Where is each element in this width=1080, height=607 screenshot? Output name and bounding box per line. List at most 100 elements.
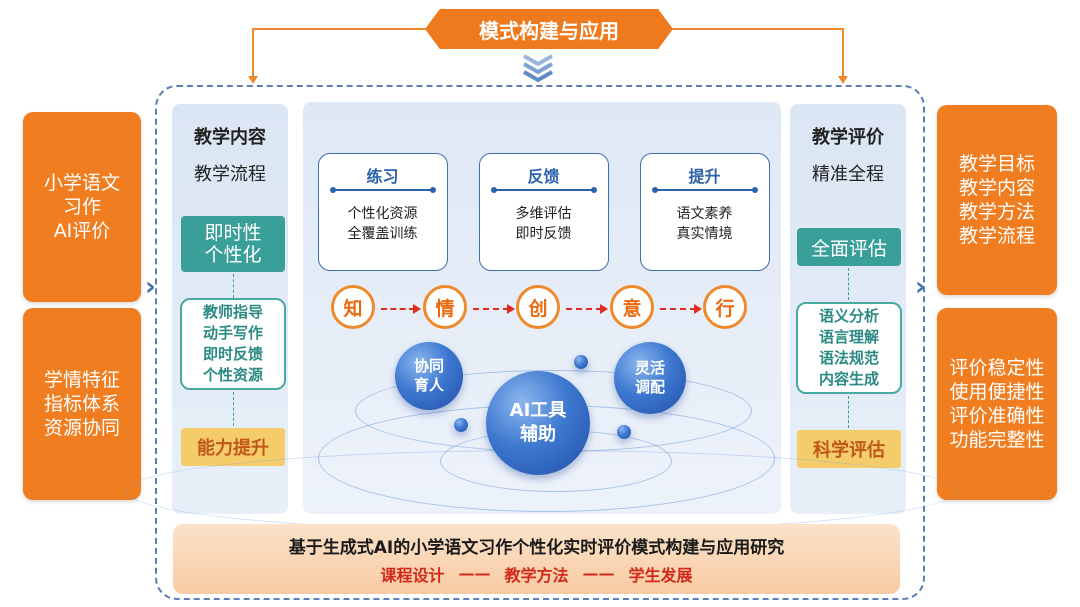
left-outer-top-line: AI评价 (53, 220, 111, 242)
flow-arrow (660, 308, 696, 310)
banner-connector-right-drop (842, 28, 844, 78)
stage-circle: 情 (423, 285, 467, 329)
pillar-connector: —— (458, 564, 491, 583)
right-panel-list-item: 语言理解 (818, 328, 879, 346)
right-outer-top-line: 教学方法 (958, 201, 1035, 223)
left-panel-feature-line: 个性化 (204, 244, 262, 266)
stage-card-line: 语文素养 (676, 206, 733, 222)
flow-arrow (381, 308, 415, 310)
pillar-teaching-method: 教学方法 (504, 565, 569, 585)
stage-circle: 意 (610, 285, 654, 329)
left-outer-bottom-line: 指标体系 (43, 393, 120, 415)
decor-sphere (617, 425, 631, 439)
model-frame (155, 85, 925, 600)
sphere-collaboration: 协同 育人 (395, 342, 463, 410)
sphere-flexible: 灵活 调配 (614, 342, 686, 414)
left-outer-bottom-line: 资源协同 (43, 417, 120, 439)
right-panel-dashed-connector (848, 268, 849, 300)
left-panel-title: 教学内容 (194, 127, 266, 148)
left-panel-dashed-connector (233, 274, 234, 298)
arrow-down-icon (248, 76, 258, 84)
left-panel-dashed-connector (233, 392, 234, 426)
arrow-right-icon (507, 304, 515, 314)
right-outer-bottom-line: 评价稳定性 (949, 357, 1045, 379)
arrow-down-icon (838, 76, 848, 84)
left-panel-list: 教师指导 动手写作 即时反馈 个性资源 (180, 298, 286, 390)
left-outer-top-line: 小学语文 (43, 172, 120, 194)
right-outer-top-line: 教学流程 (958, 225, 1035, 247)
stage-card-line: 全覆盖训练 (347, 226, 418, 242)
left-panel-feature-line: 即时性 (204, 222, 262, 244)
stage-card-title: 反馈 (527, 167, 560, 186)
right-panel-list: 语义分析 语言理解 语法规范 内容生成 (796, 302, 902, 394)
banner-connector-right (671, 28, 844, 30)
stage-card-line: 真实情境 (676, 226, 733, 242)
stage-card-feedback: 反馈 多维评估 即时反馈 (479, 153, 609, 271)
left-outer-bottom-box: 学情特征 指标体系 资源协同 (23, 308, 141, 500)
decor-sphere (574, 355, 588, 369)
stage-card-body: 个性化资源 全覆盖训练 (319, 202, 446, 246)
stage-card-title: 练习 (366, 167, 399, 186)
stage-card-line: 个性化资源 (347, 206, 418, 222)
left-panel-subtitle: 教学流程 (194, 164, 266, 185)
stage-card-practice: 练习 个性化资源 全覆盖训练 (318, 153, 448, 271)
chevron-right-icon: › (915, 272, 926, 302)
right-panel-list-item: 内容生成 (818, 370, 879, 388)
right-panel-list-item: 语法规范 (818, 349, 879, 367)
right-panel-feature: 全面评估 (797, 228, 901, 266)
right-panel-title: 教学评价 (812, 127, 884, 148)
banner-connector-left-drop (252, 28, 254, 78)
right-outer-bottom-box: 评价稳定性 使用便捷性 评价准确性 功能完整性 (937, 308, 1057, 500)
stage-card-title: 提升 (688, 167, 721, 186)
right-outer-bottom-line: 评价准确性 (949, 405, 1045, 427)
arrow-right-icon (694, 304, 702, 314)
card-divider (652, 187, 758, 193)
arrow-right-icon (413, 304, 421, 314)
stage-card-body: 多维评估 即时反馈 (480, 202, 607, 246)
right-outer-top-line: 教学内容 (958, 177, 1035, 199)
sphere-label: 调配 (634, 378, 665, 396)
chevron-right-icon: › (145, 272, 156, 302)
pillar-course-design: 课程设计 (380, 565, 445, 585)
stage-card-line: 多维评估 (515, 206, 572, 222)
left-panel-list-item: 个性资源 (202, 366, 263, 384)
sphere-label: 协同 (413, 357, 444, 375)
left-outer-top-line: 习作 (62, 196, 101, 218)
stage-circle: 行 (703, 285, 747, 329)
research-title: 基于生成式AI的小学语文习作个性化实时评价模式构建与应用研究 (288, 537, 785, 558)
flow-arrow (473, 308, 509, 310)
right-outer-top-line: 教学目标 (958, 153, 1035, 175)
right-panel-dashed-connector (848, 396, 849, 428)
mode-banner: 模式构建与应用 (425, 9, 673, 49)
right-outer-top-box: 教学目标 教学内容 教学方法 教学流程 (937, 105, 1057, 295)
sphere-label: AI工具 (509, 400, 567, 421)
flow-arrow (566, 308, 602, 310)
sphere-label: 灵活 (634, 359, 665, 377)
left-panel-list-item: 即时反馈 (202, 345, 263, 363)
stage-card-body: 语文素养 真实情境 (641, 202, 768, 246)
card-divider (491, 187, 597, 193)
left-outer-bottom-line: 学情特征 (43, 369, 120, 391)
right-panel-subtitle: 精准全程 (812, 164, 884, 185)
research-title-bar: 基于生成式AI的小学语文习作个性化实时评价模式构建与应用研究 课程设计 —— 教… (173, 524, 900, 594)
pillar-student-development: 学生发展 (628, 565, 693, 585)
banner-connector-left (252, 28, 427, 30)
left-outer-top-box: 小学语文 习作 AI评价 (23, 112, 141, 302)
sphere-ai-tool: AI工具 辅助 (486, 371, 590, 475)
sphere-label: 辅助 (520, 424, 556, 445)
stage-card-improve: 提升 语文素养 真实情境 (640, 153, 770, 271)
left-panel-feature: 即时性 个性化 (181, 216, 285, 272)
card-divider (330, 187, 436, 193)
sphere-label: 育人 (413, 376, 444, 394)
arrow-right-icon (600, 304, 608, 314)
research-pillars: 课程设计 —— 教学方法 —— 学生发展 (380, 562, 692, 586)
stage-card-line: 即时反馈 (515, 226, 572, 242)
stage-circle: 知 (331, 285, 375, 329)
left-panel-list-item: 教师指导 (202, 303, 263, 321)
right-outer-bottom-line: 功能完整性 (949, 429, 1045, 451)
chevron-down-icon (523, 54, 553, 82)
stage-circle: 创 (516, 285, 560, 329)
right-panel-list-item: 语义分析 (818, 307, 879, 325)
left-panel-list-item: 动手写作 (202, 324, 263, 342)
pillar-connector: —— (582, 564, 615, 583)
